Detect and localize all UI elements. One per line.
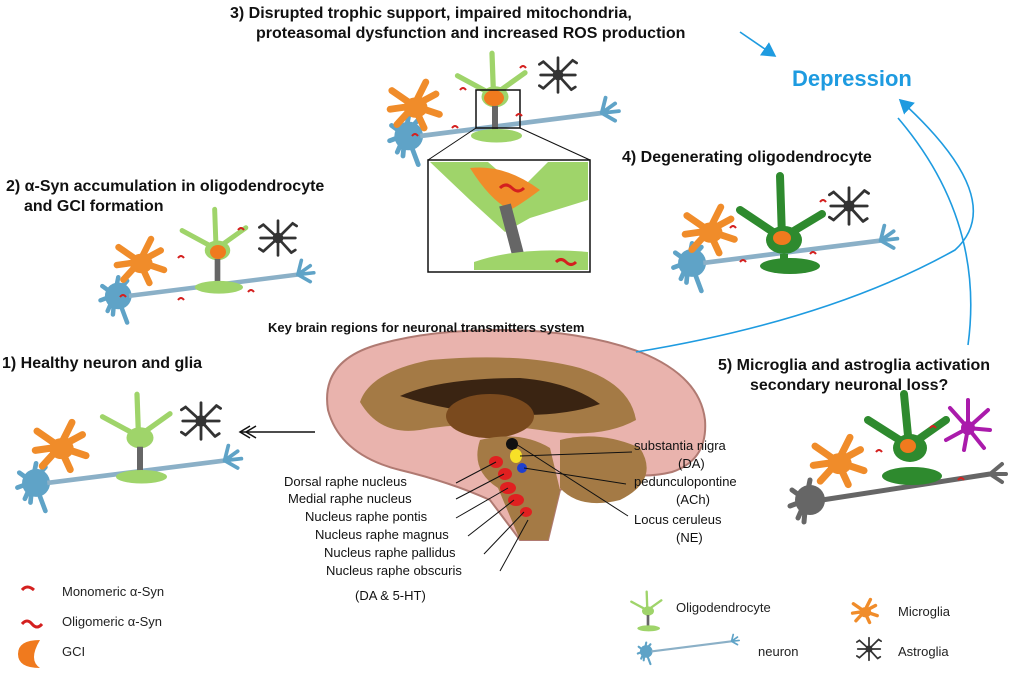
legend-astroglia: Astroglia (898, 644, 949, 659)
arrow-brain-depression (635, 98, 975, 353)
oligomeric-syn-icon (20, 619, 44, 629)
raphe-transmitters: (DA & 5-HT) (355, 588, 426, 603)
stage2-cells (101, 209, 314, 322)
region-pedunculopontine: pedunculopontine (634, 474, 737, 489)
stage4-cells (673, 172, 897, 291)
monomeric-syn-icon (20, 585, 35, 592)
legend-graphics (18, 585, 882, 668)
region-raphe-obscuris: Nucleus raphe obscuris (326, 563, 462, 578)
brain-title: Key brain regions for neuronal transmitt… (268, 320, 585, 335)
stage3-cells (390, 53, 619, 273)
region-raphe-pontis: Nucleus raphe pontis (305, 509, 428, 524)
legend-oligomeric-syn: Oligomeric α-Syn (62, 614, 162, 629)
legend-oligodendrocyte: Oligodendrocyte (676, 600, 771, 615)
depression-label: Depression (792, 66, 912, 91)
region-medial-raphe: Medial raphe nucleus (288, 491, 412, 506)
stage3-title-line1: 3) Disrupted trophic support, impaired m… (230, 5, 632, 22)
stage5-title-line1: 5) Microglia and astroglia activation (718, 357, 991, 374)
brain-section (326, 328, 707, 572)
stage3-title-line2: proteasomal dysfunction and increased RO… (256, 25, 686, 42)
legend-neuron: neuron (758, 644, 799, 659)
region-locus-ceruleus: Locus ceruleus (634, 512, 722, 527)
arrow-stage3-depression (739, 31, 777, 57)
stage2-title-line2: and GCI formation (24, 198, 164, 215)
stage2-title-line1: 2) α-Syn accumulation in oligodendrocyte (6, 178, 325, 195)
stage5-cells (787, 390, 1008, 525)
region-dorsal-raphe: Dorsal raphe nucleus (284, 474, 407, 489)
legend-gci: GCI (62, 644, 86, 659)
stage4-title: 4) Degenerating oligodendrocyte (622, 149, 872, 166)
transmitter-ne: (NE) (676, 530, 703, 545)
region-raphe-pallidus: Nucleus raphe pallidus (324, 545, 456, 560)
transmitter-da: (DA) (678, 456, 705, 471)
transmitter-ach: (ACh) (676, 492, 710, 507)
stage1-title: 1) Healthy neuron and glia (2, 355, 203, 372)
stage5-title-line2: secondary neuronal loss? (750, 377, 949, 394)
region-substantia-nigra: substantia nigra (634, 438, 726, 453)
legend-microglia: Microglia (898, 604, 951, 619)
gci-icon (18, 640, 40, 668)
region-raphe-magnus: Nucleus raphe magnus (315, 527, 449, 542)
legend-monomeric-syn: Monomeric α-Syn (62, 584, 165, 599)
